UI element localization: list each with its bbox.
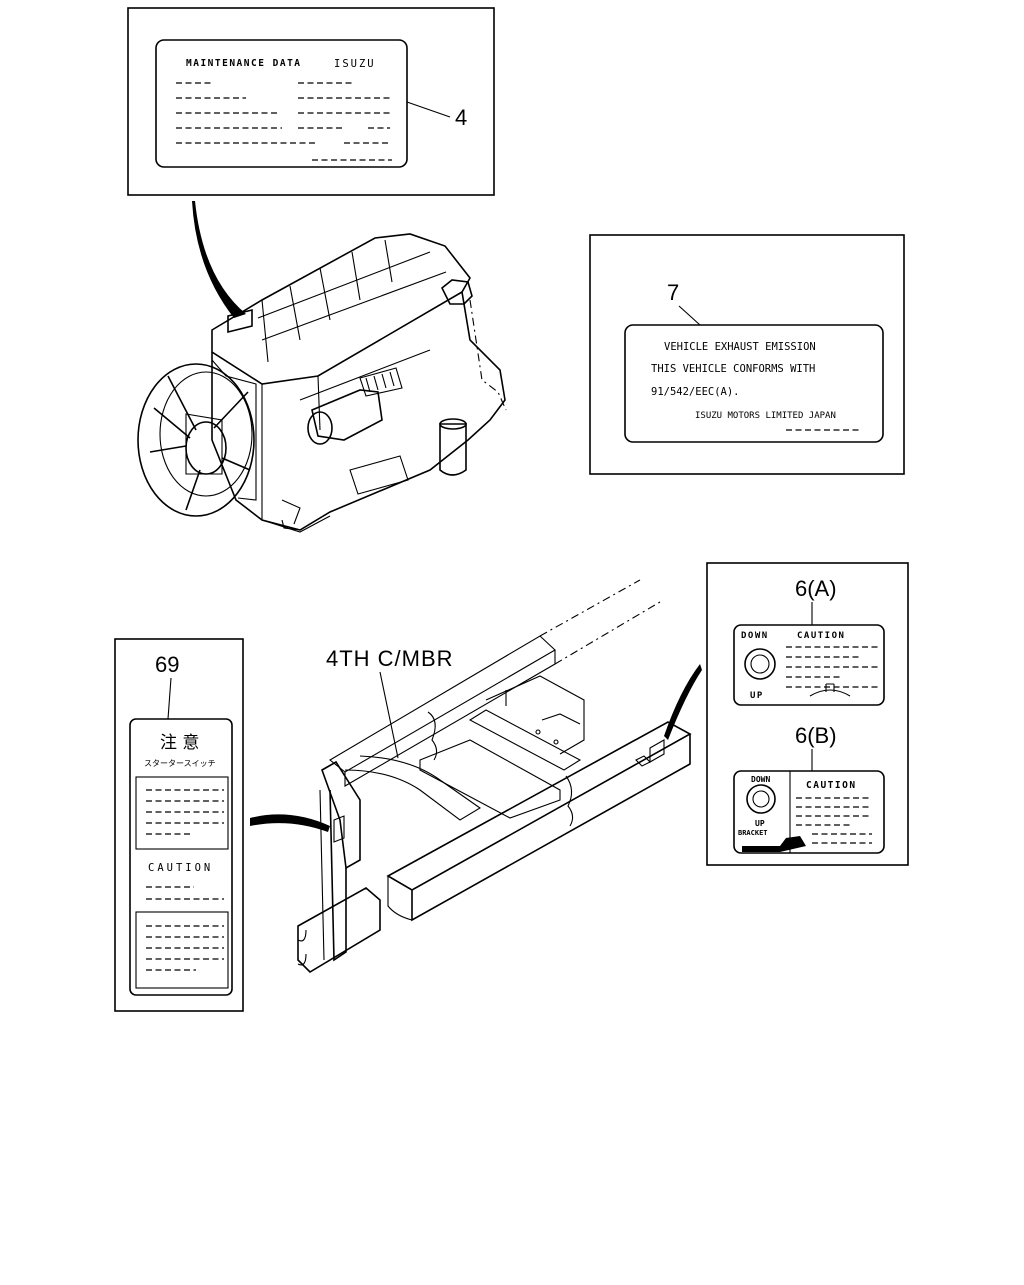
leader-4th-crossmember: [379, 671, 399, 759]
leader-69: [167, 677, 172, 720]
label-6a-placeholder-lines: [786, 646, 878, 688]
callout-6a: 6(A): [795, 576, 837, 601]
label-6b-caution: CAUTION: [806, 780, 857, 791]
label-69-caution: CAUTION: [148, 862, 213, 874]
leader-4: [406, 101, 451, 118]
label-69-jp-lines: [146, 789, 224, 835]
label-6b-bracket: BRACKET: [738, 829, 768, 837]
callout-7: 7: [667, 280, 679, 305]
label-7-line4: ISUZU MOTORS LIMITED JAPAN: [695, 411, 836, 421]
engine-drawing: [137, 233, 507, 533]
label-6a-sticker: [733, 624, 885, 706]
label-6a-caution: CAUTION: [797, 631, 845, 641]
pointer-arrow-69: [250, 814, 330, 832]
callout-6b: 6(B): [795, 723, 837, 748]
label-6a-down: DOWN: [741, 631, 769, 641]
label-69-en-box: [135, 911, 229, 989]
label-6b-sticker: [733, 770, 885, 854]
label-6a-wrench-icon: [809, 683, 851, 697]
label-69-en-lines: [146, 925, 224, 971]
label-6b-bracket-icon: [742, 836, 806, 852]
leader-7: [678, 305, 701, 326]
label-6b-dial-icon: [746, 784, 776, 814]
label-6a-dial-icon: [744, 648, 776, 680]
label-6b-up: UP: [755, 819, 765, 828]
label-6a-up: UP: [750, 691, 764, 701]
label-6b-placeholder-lines: [796, 797, 872, 844]
label-6-panel: 6(A) DOWN CAUTION UP 6(B) DOWN UP BRACKE…: [706, 562, 909, 866]
label-69-panel: 69 注 意 スタータースイッチ CAUTION: [114, 638, 244, 1012]
label-4-title: MAINTENANCE DATA: [186, 58, 302, 69]
label-69-jp-title: 注 意: [160, 733, 199, 753]
label-7-line2: THIS VEHICLE CONFORMS WITH: [651, 363, 815, 375]
label-4-placeholder-lines: [176, 82, 392, 161]
label-6b-down: DOWN: [751, 775, 770, 784]
pointer-arrow-6: [664, 664, 702, 740]
label-69-jp-subtitle: スタータースイッチ: [144, 759, 216, 768]
label-7-line3: 91/542/EEC(A).: [651, 386, 740, 398]
label-7-panel: 7 VEHICLE EXHAUST EMISSION THIS VEHICLE …: [589, 234, 905, 475]
callout-4th-crossmember: 4TH C/MBR: [326, 646, 454, 671]
callout-4: 4: [455, 105, 467, 130]
pointer-arrow-4: [192, 201, 246, 318]
chassis-frame-drawing: 4TH C/MBR: [297, 579, 692, 974]
label-4-brand: ISUZU: [334, 58, 376, 70]
label-69-sticker: [129, 718, 233, 996]
label-4-panel: MAINTENANCE DATA ISUZU 4: [127, 7, 495, 196]
callout-69: 69: [155, 652, 179, 677]
label-7-line1: VEHICLE EXHAUST EMISSION: [664, 341, 816, 353]
label-69-jp-box: [135, 776, 229, 850]
